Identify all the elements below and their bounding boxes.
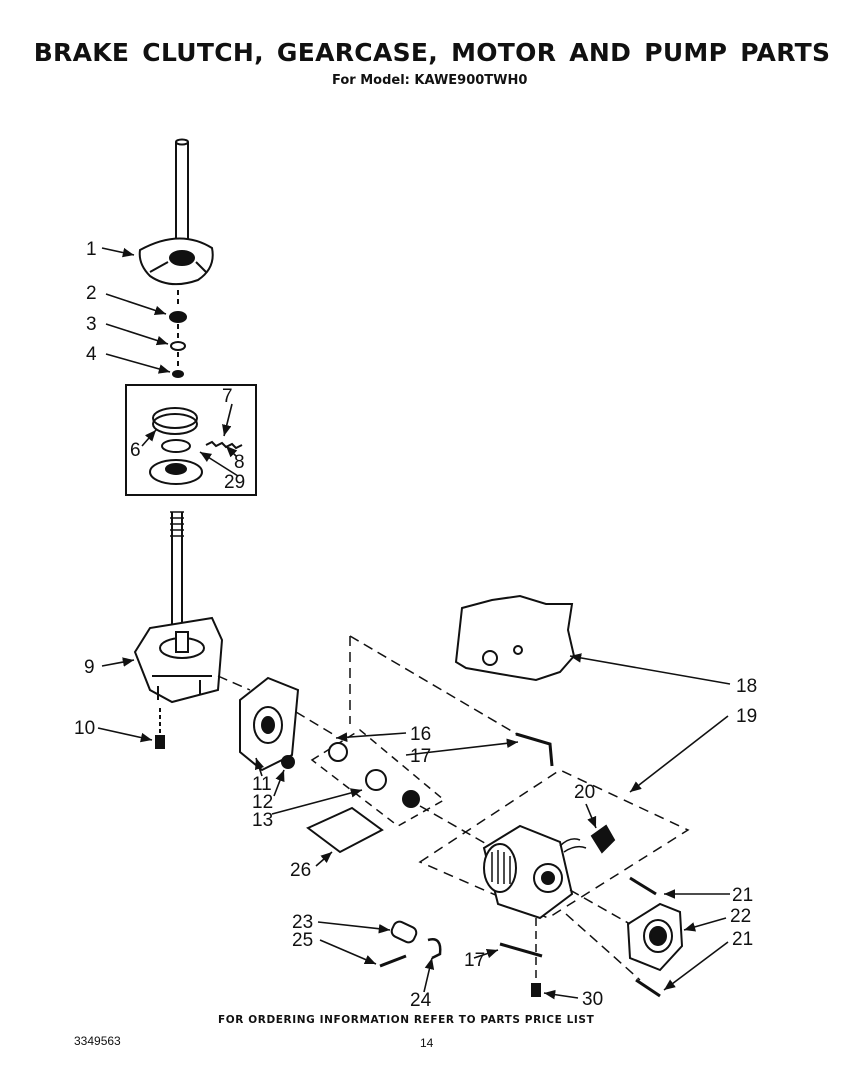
callout-4: 4 [86,344,97,365]
callout-23: 23 [292,912,313,933]
spring-part-7 [205,440,243,450]
part-12-plug [281,755,295,769]
callout-1: 1 [86,239,97,260]
motor-assembly-box [418,769,690,919]
part-9-gearcase [133,616,224,704]
brake-disc [149,459,203,485]
impeller-3 [402,790,420,808]
callout-9: 9 [84,657,95,678]
part-23-capacitor [390,920,418,944]
agitator-shaft [175,138,189,244]
callout-17-upper: 17 [410,746,431,767]
part-22-pump [626,902,684,972]
part-1-cam [138,237,214,286]
part-26-gasket [306,806,384,854]
part-24-clamp [427,938,442,960]
callout-26: 26 [290,860,311,881]
ordering-note: FOR ORDERING INFORMATION REFER TO PARTS … [218,1014,595,1026]
callout-17-lower: 17 [464,950,485,971]
callout-13: 13 [252,810,273,831]
part-2-washer [169,311,187,323]
page-number: 14 [420,1036,434,1050]
callout-10: 10 [74,718,95,739]
callout-24: 24 [410,990,432,1011]
callout-22: 22 [730,906,751,927]
part-3-ring [170,341,186,351]
part-17-bracket-upper [515,732,554,767]
callout-2: 2 [86,283,97,304]
part-21-clip-lower [635,978,661,998]
pump-parts-box [310,729,446,827]
callout-21-upper: 21 [732,885,753,906]
brake-assembly-box [125,384,257,496]
model-subtitle: For Model: KAWE900TWH0 [332,73,528,88]
part-17-bracket-lower [499,942,543,958]
document-number: 3349563 [74,1034,121,1048]
callout-19: 19 [736,706,757,727]
callout-30: 30 [582,989,603,1010]
part-21-clip-upper [629,876,657,896]
part-30-bolt [531,983,541,997]
callout-6: 6 [130,440,141,461]
part-18-shield [454,594,576,682]
part-25-screw [379,954,407,968]
part-20-switch [590,824,616,854]
callout-18: 18 [736,676,757,697]
callout-21-lower: 21 [732,929,753,950]
callout-11: 11 [252,774,272,795]
callout-20: 20 [574,782,595,803]
impeller-2 [365,769,387,791]
callout-3: 3 [86,314,97,335]
part-10-bolt [155,708,165,749]
callout-25: 25 [292,930,313,951]
drive-shaft [170,511,184,640]
part-19-motor [482,824,587,920]
callout-16: 16 [410,724,431,745]
page-title: BRAKE CLUTCH, GEARCASE, MOTOR AND PUMP P… [33,38,831,67]
brake-band [152,407,198,435]
callout-7: 7 [222,386,233,407]
callout-8: 8 [234,452,245,473]
callout-12: 12 [252,792,273,813]
callout-29: 29 [224,472,245,493]
impeller-1 [328,742,348,762]
part-4-clip [172,370,184,378]
part-11-pump-plate [239,676,300,772]
